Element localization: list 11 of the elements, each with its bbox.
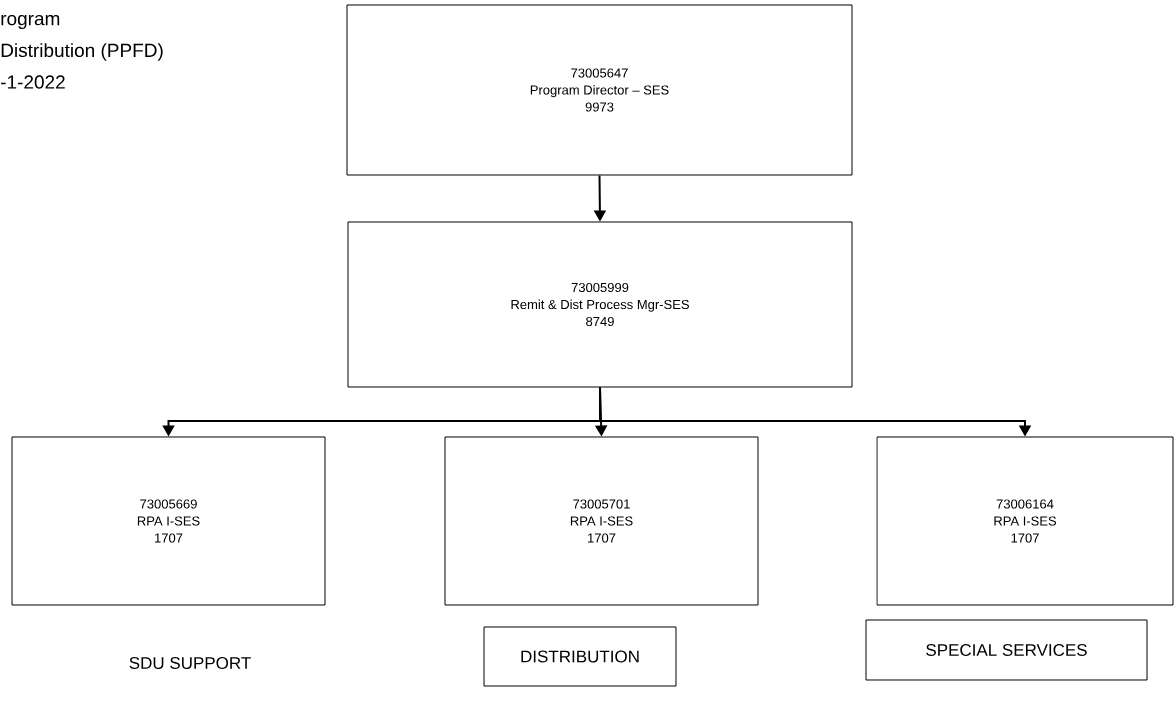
position-box: 73005999 Remit & Dist Process Mgr-SES 8749 (347, 221, 853, 388)
label-box: DISTRIBUTION (483, 626, 677, 687)
title-text: rogram (1, 14, 60, 30)
position-box: 73005669 RPA I-SES 1707 (11, 436, 326, 606)
section-label: SDU SUPPORT (129, 656, 251, 669)
title-text: Distribution (PPFD) (1, 43, 163, 61)
title-text: -1-2022 (1, 75, 65, 89)
position-box: 73006164 RPA I-SES 1707 (876, 436, 1174, 606)
position-box: 73005647 Program Director – SES 9973 (346, 4, 853, 176)
label-box: SPECIAL SERVICES (865, 619, 1148, 681)
position-box: 73005701 RPA I-SES 1707 (444, 436, 759, 606)
